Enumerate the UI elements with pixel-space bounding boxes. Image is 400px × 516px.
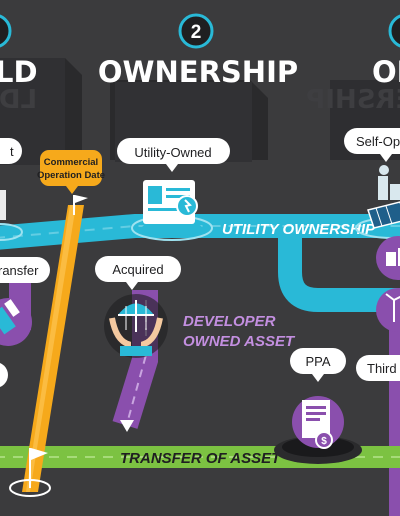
- svg-text:Utility-Owned: Utility-Owned: [134, 145, 211, 160]
- self-operated-label: Self-Op: [344, 128, 400, 162]
- left-step-number-badge: [0, 14, 12, 48]
- page-title: OWNERSHIP: [98, 55, 298, 89]
- ppa-label: PPA: [290, 348, 346, 382]
- left-label-fragment: t: [0, 138, 22, 164]
- transfer-of-asset-path-label: TRANSFER OF ASSET: [120, 450, 282, 467]
- certificate-icon: [131, 180, 213, 241]
- step-number-badge: 2: [178, 13, 214, 49]
- svg-text:Acquired: Acquired: [112, 262, 163, 277]
- svg-text:Operation Date: Operation Date: [37, 170, 105, 181]
- mirrored-left-watermark: LD: [0, 85, 37, 115]
- svg-text:Self-Op: Self-Op: [356, 134, 400, 149]
- left-small-label: [0, 363, 8, 387]
- left-top-icon: [0, 190, 23, 241]
- solar-plant-icon: [355, 165, 400, 239]
- svg-text:2: 2: [191, 22, 202, 43]
- developer-owned-label-line2: OWNED ASSET: [183, 333, 296, 350]
- left-step-title: LD: [0, 55, 38, 89]
- commercial-operation-date-band: [22, 205, 84, 492]
- utility-ownership-path: [0, 214, 400, 312]
- third-party-label: Third: [356, 355, 400, 381]
- svg-text:$: $: [321, 436, 327, 447]
- left-transfer-label: ransfer: [0, 257, 50, 283]
- invoice-icon: $: [274, 396, 362, 464]
- developer-owned-label-line1: DEVELOPER: [183, 313, 276, 330]
- power-plant-icon: [376, 236, 400, 280]
- flag-icon: [9, 448, 51, 497]
- commercial-operation-date-label: Commercial Operation Date: [37, 150, 105, 194]
- wind-turbine-icon: [376, 288, 400, 332]
- svg-text:ransfer: ransfer: [0, 263, 39, 278]
- utility-ownership-path-label: UTILITY OWNERSHIP: [222, 221, 376, 238]
- flag-icon: [73, 195, 88, 215]
- left-transfer-icon: [0, 298, 32, 346]
- utility-owned-label: Utility-Owned: [117, 138, 230, 172]
- hands-lightbulb-icon: [104, 294, 168, 358]
- right-step-title: OP: [372, 55, 400, 89]
- mirrored-title-watermark: OWNERSHIP: [306, 85, 400, 115]
- svg-text:Third: Third: [367, 361, 397, 376]
- svg-text:t: t: [10, 144, 14, 159]
- right-step-number-badge: [388, 14, 400, 48]
- svg-text:Commercial: Commercial: [44, 157, 98, 168]
- acquired-label: Acquired: [95, 256, 181, 290]
- svg-text:PPA: PPA: [305, 354, 330, 369]
